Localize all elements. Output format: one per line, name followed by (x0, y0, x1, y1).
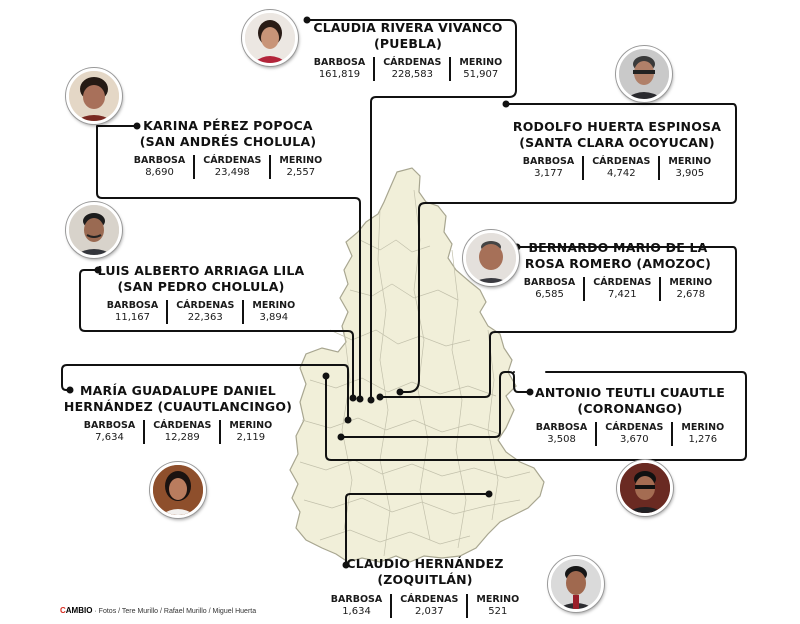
candidate-card-coronango: ANTONIO TEUTLI CUAUTLE (CORONANGO) BARBO… (530, 385, 730, 446)
municipality-lines (299, 189, 531, 557)
candidate-municipality: (SAN ANDRÉS CHOLULA) (139, 134, 317, 149)
candidate-name: CLAUDIO HERNÁNDEZ (346, 556, 504, 571)
candidate-municipality: ROSA ROMERO (AMOZOC) (524, 256, 712, 271)
candidate-name: KARINA PÉREZ POPOCA (143, 118, 313, 133)
connector-lines (61, 19, 747, 566)
connector-coronango-box (325, 371, 747, 461)
candidate-municipality: (PUEBLA) (373, 36, 443, 51)
connector-dots (66, 16, 534, 569)
connector-cuautlancingo (61, 364, 349, 421)
candidate-name: ANTONIO TEUTLI CUAUTLE (535, 385, 725, 400)
photo-credits: CAMBIO · Fotos / Tere Murillo / Rafael M… (60, 606, 256, 615)
connector-santa-clara (399, 103, 737, 393)
brand-logo: CAMBIO (60, 606, 93, 615)
portrait-antonio-teutli (617, 460, 673, 516)
connector-san-andres (95, 125, 361, 400)
state-map (289, 167, 545, 563)
candidate-municipality: (CORONANGO) (577, 401, 683, 416)
connector-amozoc (379, 246, 737, 398)
portrait-rodolfo-huerta (616, 46, 672, 102)
portrait-claudia-rivera (242, 10, 298, 66)
connector-coronango (340, 371, 531, 438)
candidate-municipality: HERNÁNDEZ (CUAUTLANCINGO) (63, 399, 293, 414)
credits-text: · Fotos / Tere Murillo / Rafael Murillo … (94, 608, 257, 615)
connector-san-pedro (79, 269, 354, 399)
candidate-name: LUIS ALBERTO ARRIAGA LILA (97, 263, 305, 278)
connector-puebla (306, 19, 517, 401)
portrait-claudio-hernandez (548, 556, 604, 612)
candidate-name: MARÍA GUADALUPE DANIEL (80, 383, 276, 398)
candidate-name: BERNARDO MARIO DE LA (528, 240, 708, 255)
candidate-name: CLAUDIA RIVERA VIVANCO (313, 20, 503, 35)
portrait-bernardo-mario (463, 230, 519, 286)
candidate-card-san-andres: KARINA PÉREZ POPOCA (SAN ANDRÉS CHOLULA)… (128, 118, 328, 179)
connector-zoquitlan (345, 493, 490, 566)
portrait-luis-arriaga (66, 202, 122, 258)
candidate-card-cuautlancingo: MARÍA GUADALUPE DANIEL HERNÁNDEZ (CUAUTL… (62, 383, 294, 444)
candidate-municipality: (ZOQUITLÁN) (377, 572, 473, 587)
candidate-municipality: (SANTA CLARA OCOYUCAN) (519, 135, 715, 150)
candidate-name: RODOLFO HUERTA ESPINOSA (512, 119, 722, 134)
candidate-card-san-pedro: LUIS ALBERTO ARRIAGA LILA (SAN PEDRO CHO… (96, 263, 306, 324)
candidate-card-amozoc: BERNARDO MARIO DE LA ROSA ROMERO (AMOZOC… (518, 240, 718, 301)
candidate-municipality: (SAN PEDRO CHOLULA) (117, 279, 285, 294)
candidate-card-santa-clara: RODOLFO HUERTA ESPINOSA (SANTA CLARA OCO… (512, 119, 722, 180)
portrait-maria-guadalupe (150, 462, 206, 518)
portrait-karina-perez (66, 68, 122, 124)
